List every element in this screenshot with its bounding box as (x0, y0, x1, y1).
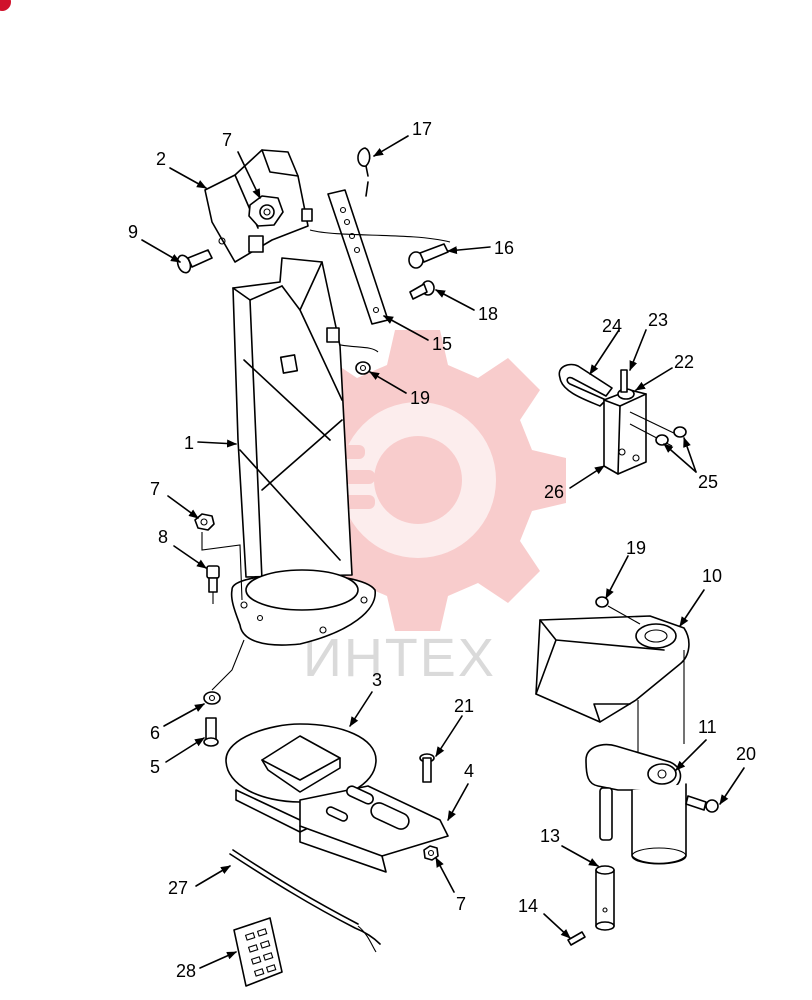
part-1-spout-tube (230, 257, 376, 646)
callout-7-bottom: 7 (456, 894, 466, 914)
part-28-decal (233, 917, 283, 987)
callout-3: 3 (372, 670, 382, 690)
callout-19-right: 19 (626, 538, 646, 558)
leader-lines (141, 135, 745, 969)
callout-11: 11 (698, 717, 717, 737)
callout-27: 27 (168, 878, 188, 898)
part-10-hood (535, 615, 690, 766)
part-7-nut-top (248, 195, 284, 227)
callout-13: 13 (540, 826, 560, 846)
callout-16: 16 (494, 238, 514, 258)
callout-17: 17 (412, 119, 432, 139)
part-7-nut-bottom (423, 845, 439, 861)
callout-5: 5 (150, 757, 160, 777)
callout-26: 26 (544, 482, 564, 502)
part-8-fitting (206, 565, 220, 604)
part-13-pin (595, 865, 615, 931)
callout-2: 2 (156, 149, 166, 169)
callout-24: 24 (602, 316, 622, 336)
part-23-bolt (620, 369, 628, 393)
watermark-text: ИНТЕХ (303, 628, 496, 688)
callout-18: 18 (478, 304, 498, 324)
part-14-cotter-pin (567, 931, 586, 946)
callout-8: 8 (158, 527, 168, 547)
part-4-channel (299, 785, 449, 873)
callout-21: 21 (454, 696, 474, 716)
callout-labels: 7 2 17 9 16 18 15 19 1 7 8 6 5 3 21 4 7 … (128, 119, 756, 981)
callout-28: 28 (176, 961, 196, 981)
part-16-pin (408, 243, 449, 269)
corner-badge (0, 0, 11, 11)
part-24-handle (558, 363, 613, 407)
callout-25: 25 (698, 472, 718, 492)
callout-7-top: 7 (222, 130, 232, 150)
callout-9: 9 (128, 222, 138, 242)
part-11-crank (585, 743, 687, 865)
part-7-nut-left (194, 513, 243, 601)
callout-7-left: 7 (150, 479, 160, 499)
callout-14: 14 (518, 896, 538, 916)
callout-6: 6 (150, 723, 160, 743)
part-21-bolt (419, 753, 435, 783)
part-19-nut-lower (595, 596, 641, 625)
callout-10: 10 (702, 566, 722, 586)
callout-22: 22 (674, 352, 694, 372)
part-25-nuts (655, 426, 687, 446)
callout-23: 23 (648, 310, 668, 330)
part-5-bolt (203, 717, 219, 747)
callout-15: 15 (432, 334, 452, 354)
part-19-nut-upper (355, 361, 371, 375)
part-20-bolt (685, 795, 719, 813)
callout-1: 1 (184, 433, 194, 453)
part-18-bolt (409, 280, 435, 300)
part-6-nut (203, 639, 245, 705)
part-26-block (603, 389, 681, 475)
callout-19-top: 19 (410, 388, 430, 408)
callout-20: 20 (736, 744, 756, 764)
part-27-cable (229, 849, 381, 953)
part-17-clip-pin (357, 147, 371, 197)
callout-4: 4 (464, 761, 474, 781)
part-9-bolt (176, 249, 213, 274)
